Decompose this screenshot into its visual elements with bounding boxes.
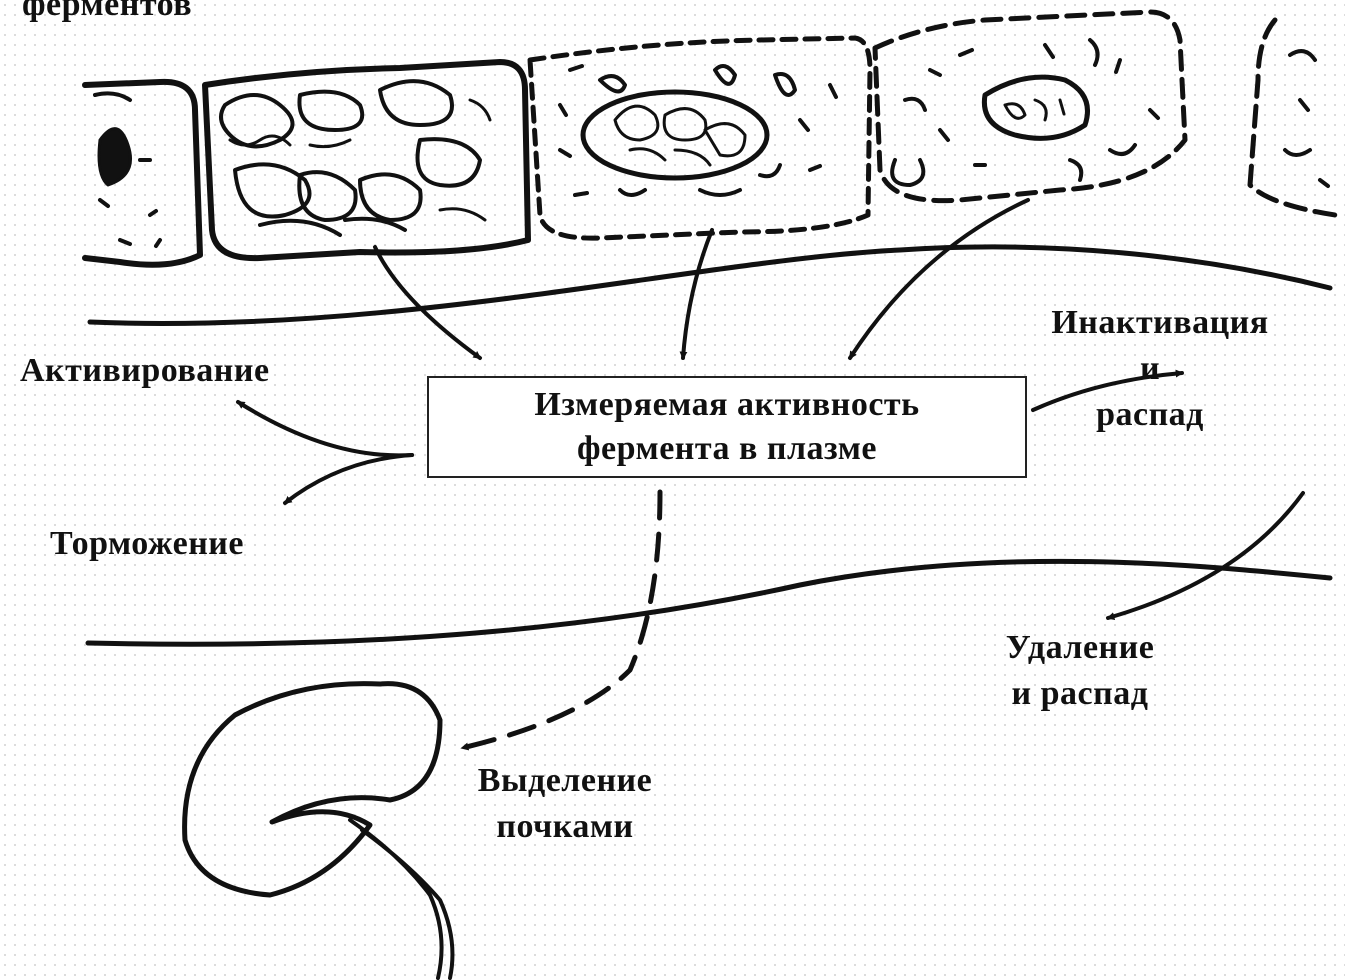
header-fragment-label: ферментов xyxy=(22,0,192,28)
activation-label: Активирование xyxy=(20,348,270,394)
cell-right-center xyxy=(875,12,1185,201)
inactivation-line-1: Инактивация xyxy=(1000,300,1320,346)
cell-far-right xyxy=(1250,20,1335,215)
kidney-excretion-label: Выделение почками xyxy=(425,758,705,850)
inactivation-line-3: распад xyxy=(980,392,1320,438)
arrow-cell-middle-to-box xyxy=(683,230,712,358)
removal-label: Удаление и распад xyxy=(955,625,1205,717)
kidney-line-1: Выделение xyxy=(425,758,705,804)
cell-middle-nucleus xyxy=(583,92,767,178)
removal-line-2: и распад xyxy=(955,671,1205,717)
enzyme-activity-box: Измеряемая активность фермента в плазме xyxy=(427,376,1027,478)
cell-secretory xyxy=(205,62,528,258)
cell-left xyxy=(85,82,200,265)
removal-line-1: Удаление xyxy=(955,625,1205,671)
box-line-2: фермента в плазме xyxy=(429,427,1025,471)
arrow-to-activation xyxy=(238,402,412,455)
arrow-to-removal xyxy=(1108,493,1303,618)
box-line-1: Измеряемая активность xyxy=(429,383,1025,427)
inactivation-label: Инактивация и распад xyxy=(1000,300,1320,438)
kidney-line-2: почками xyxy=(425,804,705,850)
inhibition-label: Торможение xyxy=(50,521,244,567)
arrow-to-kidney-dashed xyxy=(462,492,660,748)
arrow-to-inhibition xyxy=(285,455,412,503)
inactivation-line-2: и xyxy=(980,346,1320,392)
